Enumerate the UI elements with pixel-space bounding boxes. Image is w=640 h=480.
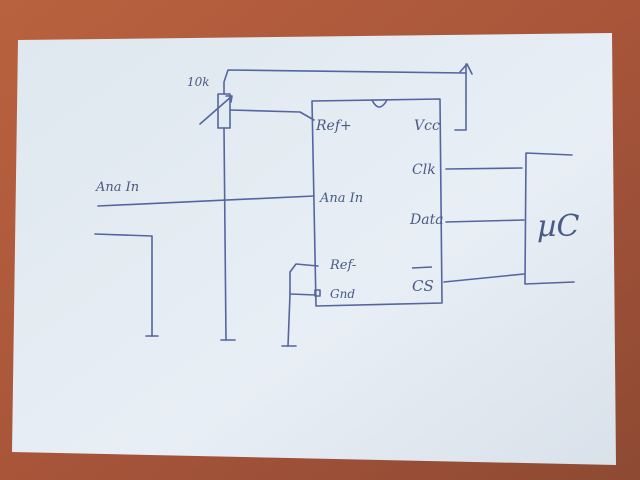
gnd-pin-marker bbox=[314, 289, 321, 297]
ref-plus-wire bbox=[229, 109, 315, 121]
pin-label-cs: CS bbox=[412, 277, 434, 295]
potentiometer-wiper bbox=[199, 95, 233, 125]
microcontroller-label: µC bbox=[537, 209, 579, 244]
input-label: Ana In bbox=[95, 180, 139, 195]
pin-label-data: Data bbox=[409, 212, 444, 228]
stray-wire bbox=[94, 233, 153, 337]
analog-input-wire bbox=[97, 195, 315, 207]
cs-overbar bbox=[411, 266, 433, 269]
data-wire bbox=[445, 219, 525, 223]
pot-value-label: 10k bbox=[187, 75, 210, 89]
pin-label-ref-plus: Ref+ bbox=[315, 118, 352, 134]
pot-ground-wire bbox=[223, 127, 227, 341]
microcontroller-block bbox=[524, 152, 575, 285]
pin-label-vcc: Vcc bbox=[414, 118, 440, 134]
pin-label-ana-in: Ana In bbox=[319, 191, 363, 206]
paper-sheet bbox=[12, 33, 616, 465]
pin-label-clk: Clk bbox=[412, 162, 436, 178]
supply-wire bbox=[223, 69, 467, 131]
chip-notch-icon bbox=[371, 99, 388, 108]
schematic bbox=[94, 63, 575, 347]
pin-label-ref-minus: Ref- bbox=[329, 258, 356, 273]
cs-wire bbox=[443, 273, 525, 283]
supply-arrow-icon bbox=[459, 63, 473, 75]
adc-chip bbox=[311, 98, 443, 307]
ref-minus-wire bbox=[289, 263, 319, 296]
clk-wire bbox=[445, 167, 523, 170]
gnd-ground-wire bbox=[287, 293, 291, 347]
pin-label-gnd: Gnd bbox=[330, 287, 355, 301]
